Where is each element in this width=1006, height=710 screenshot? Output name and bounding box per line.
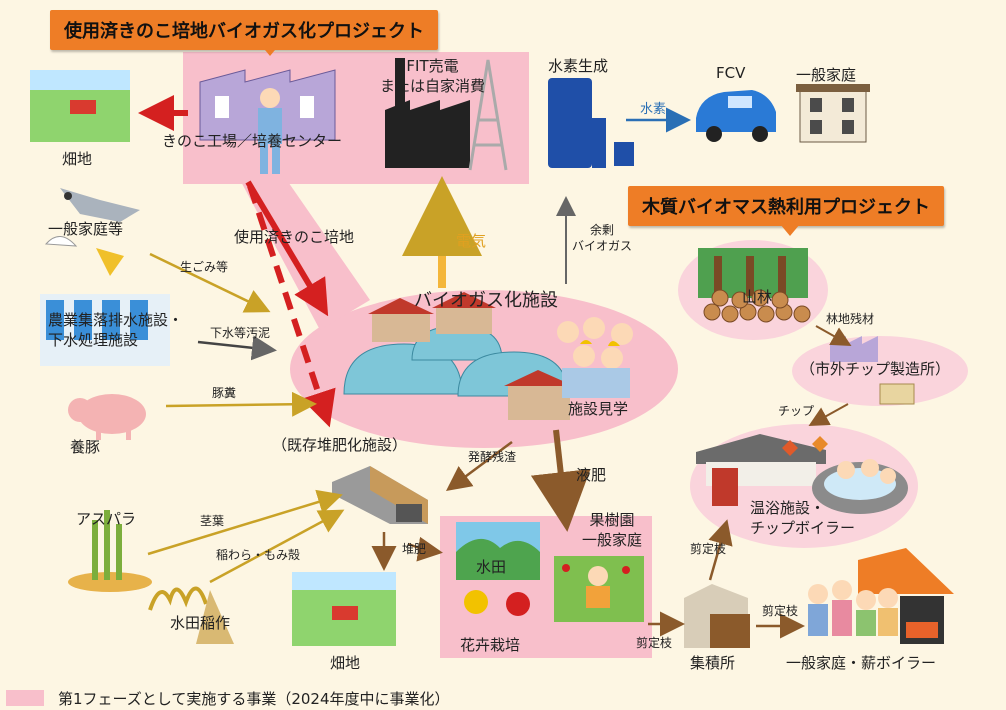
banner-tail — [780, 224, 800, 236]
surplus-gas-label: 余剰 バイオガス — [572, 223, 633, 253]
arrow-liquid-fertilizer — [530, 429, 591, 532]
field-top-illustration — [30, 70, 130, 142]
fcv-label: FCV — [716, 64, 746, 82]
orchard-illustration — [554, 556, 644, 622]
mushroom-factory-label: きのこ工場／培養センター — [162, 132, 343, 150]
liquid-fertilizer-label: 液肥 — [576, 466, 607, 484]
forest-illustration — [698, 248, 811, 323]
chip-label: チップ — [778, 404, 815, 418]
onsen-illustration — [696, 434, 908, 514]
visitors-illustration — [557, 317, 633, 398]
mushroom-project-banner: 使用済きのこ培地バイオガス化プロジェクト — [50, 10, 438, 50]
legend-swatch — [6, 690, 44, 706]
manure-label: 豚糞 — [212, 386, 237, 400]
wood-project-banner: 木質バイオマス熱利用プロジェクト — [628, 186, 944, 226]
paddy-label: 水田 — [476, 558, 507, 576]
pig-label: 養豚 — [70, 438, 101, 456]
paddy-illustration — [456, 522, 540, 580]
compost-label: （既存堆肥化施設） — [272, 436, 408, 454]
mushroom-factory-illustration — [199, 69, 336, 174]
sewage-plant-illustration — [40, 294, 170, 366]
arrow-kitchen-waste — [149, 252, 271, 313]
arrow-residue — [445, 440, 513, 491]
arrow-straw — [209, 509, 345, 584]
pruned-label-3: 剪定枝 — [762, 604, 799, 618]
arrow-compost-to-paddy — [407, 536, 443, 562]
collection-label: 集積所 — [690, 654, 736, 672]
chip-factory-label: （市外チップ製造所） — [800, 360, 951, 378]
hydrogen-plant-illustration — [548, 78, 634, 168]
asparagus-label: アスパラ — [76, 510, 137, 528]
household-boiler-illustration — [808, 548, 954, 644]
forest-residue-label: 林地残材 — [826, 312, 875, 326]
household-boiler-label: 一般家庭・薪ボイラー — [786, 654, 937, 672]
stems-label: 茎葉 — [200, 514, 225, 528]
fcv-car-illustration — [696, 90, 776, 142]
fish-bone-illustration — [44, 188, 140, 276]
household-house-illustration — [796, 84, 870, 143]
arrow-manure — [165, 391, 317, 417]
rice-illustration — [148, 586, 234, 644]
flower-label: 花卉栽培 — [460, 636, 521, 654]
straw-label: 稲わら・もみ殻 — [216, 548, 301, 562]
pig-illustration — [68, 394, 146, 440]
onsen-label: 温浴施設・ チップボイラー — [750, 499, 856, 537]
forest-label: 山林 — [742, 288, 773, 306]
fit-label: FIT売電 または自家消費 — [380, 57, 486, 95]
fit-power-plant-illustration — [385, 58, 508, 171]
tour-label: 施設見学 — [568, 400, 629, 418]
arrow-chip — [808, 403, 849, 426]
compost-shed-illustration — [332, 466, 428, 524]
used-medium-label: 使用済きのこ培地 — [234, 228, 355, 246]
sludge-label: 下水等汚泥 — [210, 326, 271, 340]
compost-out-label: 堆肥 — [402, 542, 427, 556]
biogas-tanks-illustration — [343, 292, 574, 420]
orchard-label: 果樹園 一般家庭 — [582, 511, 643, 549]
collection-hut-illustration — [684, 584, 750, 648]
rice-label: 水田稲作 — [170, 614, 231, 632]
field-bottom-label: 畑地 — [330, 654, 361, 672]
pruned-label-1: 剪定枝 — [636, 636, 673, 650]
residue-label: 発酵残渣 — [468, 450, 517, 464]
asparagus-illustration — [68, 510, 152, 592]
biogas-label: バイオガス化施設 — [414, 290, 558, 311]
hydrogen-arrow-label: 水素 — [640, 102, 667, 117]
arrow-medium-to-compost — [247, 185, 336, 428]
arrow-stems — [147, 489, 343, 556]
arrow-forest-residue — [815, 325, 852, 346]
hydrogen-label: 水素生成 — [548, 57, 609, 75]
electricity-label: 電気 — [456, 232, 487, 250]
sewage-label: 農業集落排水施設・ 下水処理施設 — [48, 311, 184, 349]
arrow-sludge — [197, 335, 277, 361]
banner-tail — [260, 44, 280, 56]
pruned-label-2: 剪定枝 — [690, 542, 727, 556]
field-top-label: 畑地 — [62, 150, 93, 168]
households-waste-label: 一般家庭等 — [48, 220, 124, 238]
household-top-label: 一般家庭 — [796, 66, 857, 84]
arrow-pruned-to-onsen — [708, 519, 733, 581]
pink-connector — [238, 176, 370, 330]
flower-illustration — [464, 590, 530, 616]
legend-text: 第1フェーズとして実施する事業（2024年度中に事業化） — [58, 690, 450, 708]
field-bottom-illustration — [292, 572, 396, 646]
kitchen-waste-label: 生ごみ等 — [180, 260, 229, 274]
